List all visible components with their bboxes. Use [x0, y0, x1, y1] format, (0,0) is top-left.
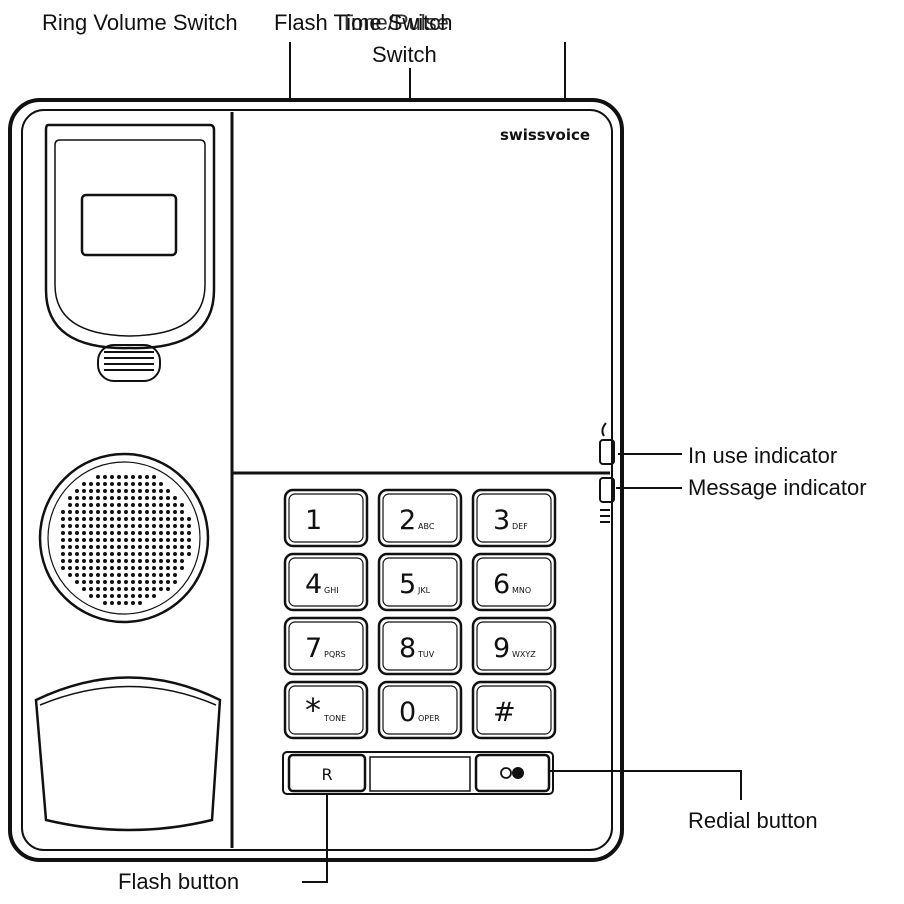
- handset-cradle: [44, 123, 216, 350]
- key-digit: *: [305, 691, 321, 729]
- key-digit: 7: [305, 633, 322, 664]
- brand-logo: swissvoice: [500, 126, 590, 144]
- message-indicator-icon: [599, 477, 615, 523]
- key-letters: TONE: [323, 714, 346, 723]
- earpiece-rest: [34, 676, 222, 832]
- tone-pulse-switch-label-line2: Switch: [372, 42, 437, 67]
- flash-time-switch-label: Flash Time Switch: [274, 10, 453, 35]
- handset-window: [80, 193, 178, 257]
- key-letters: MNO: [512, 586, 531, 595]
- leader-lines: [289, 42, 742, 883]
- key-digit: #: [493, 697, 516, 728]
- key-star[interactable]: *TONE: [283, 680, 369, 740]
- ring-volume-switch-label: Ring Volume Switch: [42, 10, 238, 35]
- redial-button-label: Redial button: [688, 808, 818, 833]
- key-digit: 2: [399, 505, 416, 536]
- key-letters: JKL: [417, 586, 431, 595]
- key-letters: ABC: [418, 522, 435, 531]
- in-use-indicator-label: In use indicator: [688, 443, 838, 468]
- key-digit: 0: [399, 697, 416, 728]
- in-use-indicator-icon: [599, 422, 615, 465]
- key-letters: GHI: [324, 586, 339, 595]
- hook-switch: [97, 344, 161, 382]
- phone-base: [8, 98, 624, 862]
- key-digit: 8: [399, 633, 416, 664]
- flash-button-label: Flash button: [118, 869, 240, 894]
- key-1[interactable]: 1: [283, 488, 369, 548]
- function-button-bar: [282, 751, 554, 795]
- tone-pulse-switch-label: Tone/Pulse: [340, 10, 449, 35]
- speaker-grille-icon: [38, 452, 210, 624]
- middle-button[interactable]: [369, 756, 471, 792]
- key-letters: OPER: [418, 714, 440, 723]
- redial-key-button[interactable]: [474, 753, 551, 793]
- key-letters: DEF: [512, 522, 528, 531]
- key-digit: 5: [399, 569, 416, 600]
- redial-icon: [500, 767, 524, 779]
- key-digit: 6: [493, 569, 510, 600]
- flash-key-button[interactable]: R: [287, 753, 367, 793]
- key-hash[interactable]: #: [471, 680, 557, 740]
- key-digit: 9: [493, 633, 510, 664]
- message-indicator-label: Message indicator: [688, 475, 867, 500]
- flash-key-label: R: [321, 765, 332, 784]
- panel-dividers: [230, 112, 610, 848]
- key-letters: TUV: [417, 650, 435, 659]
- key-digit: 3: [493, 505, 510, 536]
- key-letters: WXYZ: [512, 650, 536, 659]
- key-letters: PQRS: [324, 650, 346, 659]
- key-digit: 4: [305, 569, 322, 600]
- key-digit: 1: [305, 505, 322, 536]
